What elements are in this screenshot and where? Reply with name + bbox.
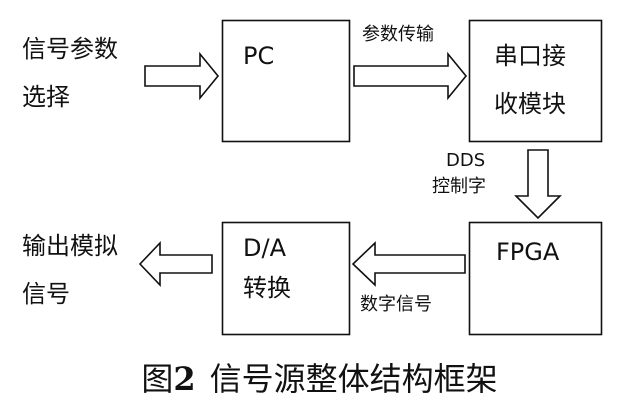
fpga-box-label: FPGA [496,238,560,266]
fpga-box [468,221,603,336]
caption-prefix: 图 [141,360,174,398]
caption-title: 信号源整体结构框架 [209,360,498,398]
caption-number: 2 [173,360,196,398]
da-box-label-line2: 转换 [243,274,291,302]
arrow-uart-to-fpga [514,149,562,220]
digital-signal-label: 数字信号 [360,294,432,315]
arrow-fpga-to-da [351,241,466,287]
da-box-label-line1: D/A [243,234,286,262]
output-label-line1: 输出模拟 [22,232,118,260]
uart-box [468,19,603,143]
param-transfer-label: 参数传输 [362,24,434,45]
pc-box [221,19,351,143]
uart-box-label-line2: 收模块 [494,90,566,118]
figure-caption: 图2 信号源整体结构框架 [0,360,639,398]
input-label-line2: 选择 [22,83,70,111]
dds-label-line2: 控制字 [432,176,486,197]
input-label-line1: 信号参数 [22,35,118,63]
pc-box-label: PC [243,42,275,70]
arrow-pc-to-uart [353,51,468,101]
uart-box-label-line1: 串口接 [494,42,566,70]
arrow-da-to-output [138,241,213,287]
dds-label-line1: DDS [446,150,486,171]
output-label-line2: 信号 [22,280,70,308]
da-box [221,221,351,336]
arrow-input-to-pc [144,51,220,101]
